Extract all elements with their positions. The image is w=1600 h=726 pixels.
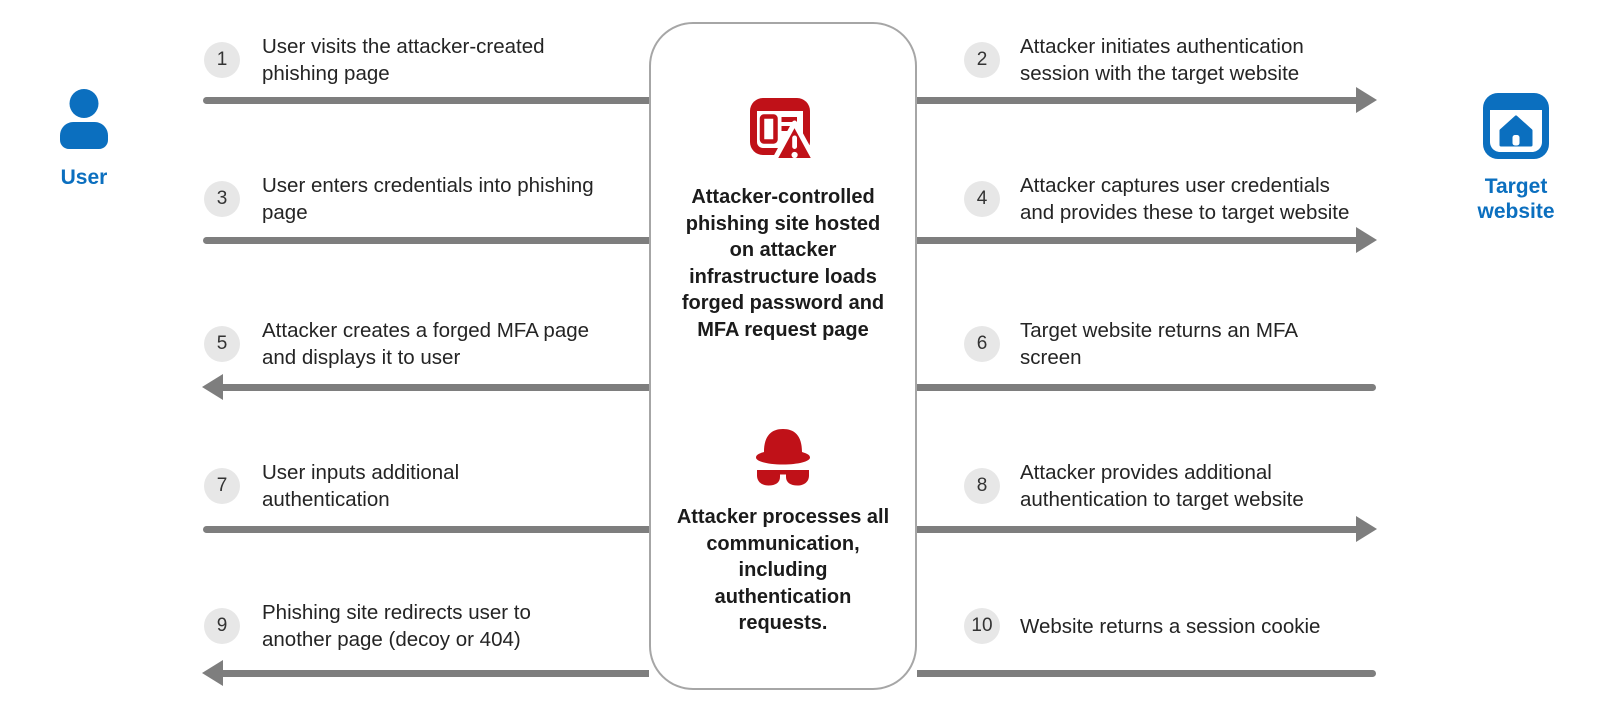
actor-user: User bbox=[24, 88, 144, 190]
target-website-label: Target website bbox=[1477, 175, 1555, 223]
step-9-text: Phishing site redirects user to another … bbox=[262, 601, 531, 651]
phishing-site-description: Attacker-controlled phishing site hosted… bbox=[681, 186, 885, 341]
step-2-arrow-right-icon bbox=[917, 97, 1356, 104]
step-3-arrow-right-icon bbox=[203, 237, 649, 244]
step-10-number: 10 bbox=[964, 608, 1000, 644]
step-6-number: 6 bbox=[964, 326, 1000, 362]
step-10-text: Website returns a session cookie bbox=[1020, 615, 1321, 638]
step-8-arrowhead-right-icon bbox=[1356, 516, 1377, 542]
step-7-text: User inputs additional authentication bbox=[262, 461, 460, 511]
step-5-arrowhead-left-icon bbox=[202, 374, 223, 400]
step-8-text: Attacker provides additional authenticat… bbox=[1020, 461, 1304, 511]
step-6-text: Target website returns an MFA screen bbox=[1020, 319, 1299, 369]
step-5-arrow-left-icon bbox=[222, 384, 649, 391]
step-4-arrowhead-right-icon bbox=[1356, 227, 1377, 253]
step-5-number: 5 bbox=[204, 326, 240, 362]
step-3-text: User enters credentials into phishing pa… bbox=[262, 174, 594, 224]
step-5-text: Attacker creates a forged MFA page and d… bbox=[262, 319, 590, 369]
step-2-arrowhead-right-icon bbox=[1356, 87, 1377, 113]
attacker-spy-icon bbox=[756, 429, 810, 486]
step-2-text: Attacker initiates authentication sessio… bbox=[1020, 35, 1304, 85]
step-9-arrowhead-left-icon bbox=[202, 660, 223, 686]
phishing-site-warning-icon bbox=[750, 98, 816, 163]
person-icon bbox=[60, 89, 108, 149]
step-7-number: 7 bbox=[204, 468, 240, 504]
step-4-number: 4 bbox=[964, 181, 1000, 217]
step-2-number: 2 bbox=[964, 42, 1000, 78]
step-6-arrow-left-icon bbox=[917, 384, 1376, 391]
user-label: User bbox=[60, 166, 108, 189]
step-9-arrow-left-icon bbox=[222, 670, 649, 677]
step-10-arrow-left-icon bbox=[917, 670, 1376, 677]
step-1-arrow-right-icon bbox=[203, 97, 649, 104]
attacker-process-description: Attacker processes all communication, in… bbox=[676, 506, 890, 634]
actor-target-website: Target website bbox=[1448, 93, 1584, 224]
step-8-arrow-right-icon bbox=[917, 526, 1356, 533]
step-8-number: 8 bbox=[964, 468, 1000, 504]
step-4-arrow-right-icon bbox=[917, 237, 1356, 244]
step-3-number: 3 bbox=[204, 181, 240, 217]
step-1-text: User visits the attacker-created phishin… bbox=[262, 35, 545, 85]
step-7-arrow-right-icon bbox=[203, 526, 649, 533]
attacker-infrastructure-box: Attacker-controlled phishing site hosted… bbox=[649, 22, 917, 690]
step-4-text: Attacker captures user credentials and p… bbox=[1020, 174, 1350, 224]
step-1-number: 1 bbox=[204, 42, 240, 78]
website-home-icon bbox=[1483, 93, 1549, 159]
step-9-number: 9 bbox=[204, 608, 240, 644]
